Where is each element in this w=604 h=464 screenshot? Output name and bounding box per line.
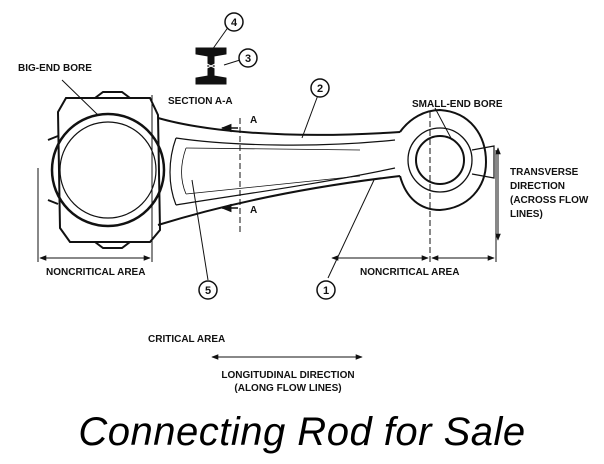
transverse-label-line-1: TRANSVERSE — [510, 167, 579, 178]
rod-shank — [157, 117, 401, 226]
callout-4: 4 — [224, 12, 244, 32]
callout-3: 3 — [238, 48, 258, 68]
big-end — [47, 91, 166, 249]
small-end — [399, 108, 495, 212]
noncritical-area-right-label: NONCRITICAL AREA — [360, 267, 459, 278]
svg-text:4: 4 — [231, 17, 238, 29]
longitudinal-label-line-1: LONGITUDINAL DIRECTION — [221, 370, 354, 381]
transverse-label-line-2: DIRECTION — [510, 181, 565, 192]
connecting-rod-diagram: A A 4 3 2 1 — [18, 12, 589, 394]
caption-title: Connecting Rod for Sale — [78, 410, 526, 454]
callout-5: 5 — [198, 280, 218, 300]
longitudinal-label-line-2: (ALONG FLOW LINES) — [234, 383, 341, 394]
critical-area-label: CRITICAL AREA — [148, 334, 225, 345]
section-aa-label: SECTION A-A — [168, 96, 233, 107]
transverse-label-line-3: (ACROSS FLOW — [510, 195, 589, 206]
callout-1: 1 — [316, 280, 336, 300]
noncritical-area-left-label: NONCRITICAL AREA — [46, 267, 145, 278]
section-marker-top: A — [250, 115, 257, 126]
leader-lines — [61, 25, 453, 281]
transverse-label-line-4: LINES) — [510, 209, 543, 220]
svg-text:2: 2 — [317, 83, 323, 95]
svg-text:3: 3 — [245, 53, 251, 65]
small-end-bore-label: SMALL-END BORE — [412, 99, 503, 110]
section-marker-bottom: A — [250, 205, 257, 216]
callout-2: 2 — [310, 78, 330, 98]
big-end-bore-label: BIG-END BORE — [18, 63, 92, 74]
dimension-lines — [37, 95, 501, 360]
section-cut-line — [220, 118, 241, 235]
svg-text:1: 1 — [323, 285, 329, 297]
svg-text:5: 5 — [205, 285, 211, 297]
i-beam-section — [195, 47, 227, 85]
